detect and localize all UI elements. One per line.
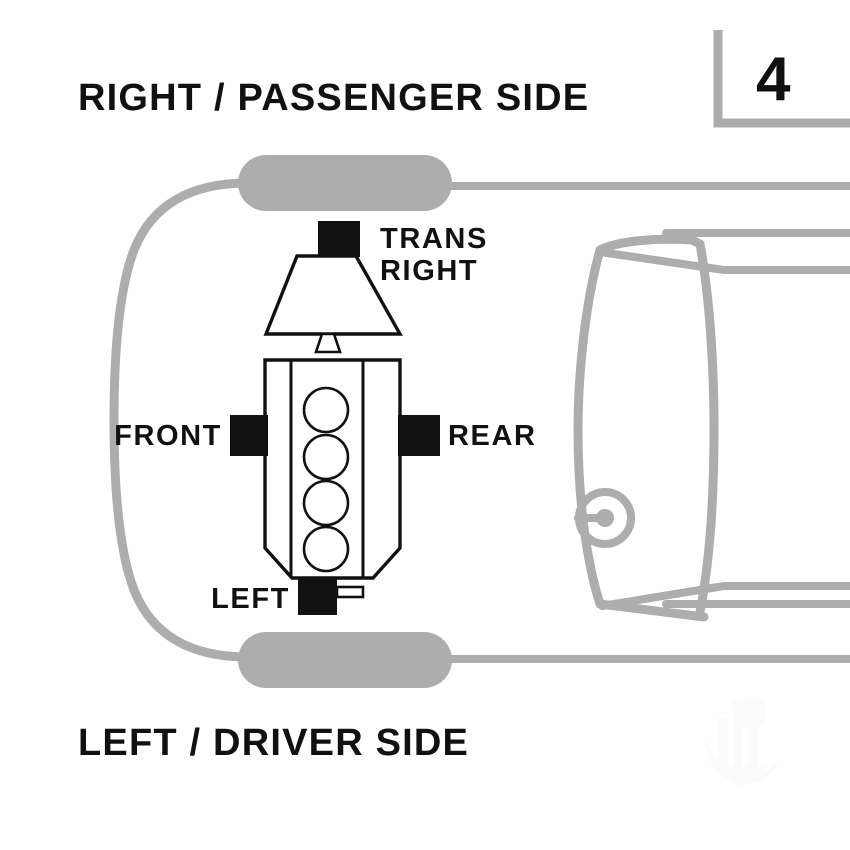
badge-number: 4 [756,45,791,114]
rear-mount-block [398,415,440,456]
cylinder-4 [302,525,350,573]
front-axle-pill [238,155,452,211]
bell-housing-trapezoid [263,254,403,336]
engine-cylinders [302,386,350,573]
cylinder-2 [302,433,350,481]
trans-right-mount-block [318,221,360,257]
side-mirror-hub [596,509,614,527]
anchor-watermark [705,696,779,789]
corner-bracket [713,30,850,128]
cylinder-1 [302,386,350,434]
left-mount-block [298,578,337,615]
trans-right-label-line2: RIGHT [380,255,478,287]
trans-right-label-line1: TRANS [380,223,488,255]
left-label: LEFT [211,583,290,615]
bell-housing-nipple [314,332,342,354]
front-mount-block [230,415,268,456]
vehicle-cowl-outline [573,229,850,622]
rear-axle-pill [238,632,452,688]
front-label: FRONT [114,420,222,452]
bottom-side-label: LEFT / DRIVER SIDE [78,722,469,764]
left-mount-tab [335,585,365,599]
cylinder-3 [302,479,350,527]
rear-label: REAR [448,420,537,452]
top-side-label: RIGHT / PASSENGER SIDE [78,77,589,119]
vehicle-front-outline [109,178,253,662]
